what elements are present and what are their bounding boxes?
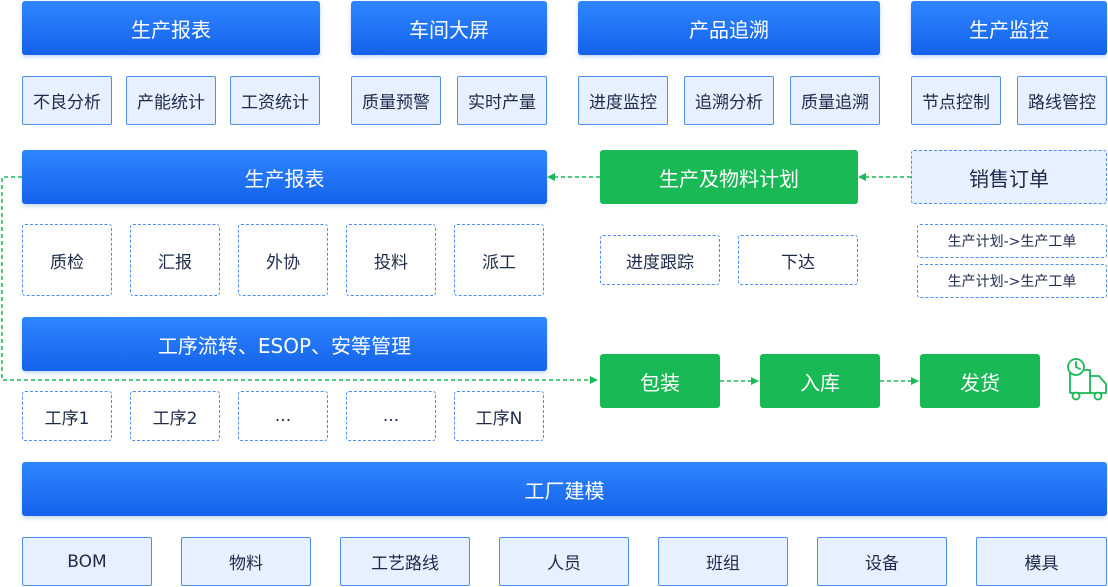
- module-header-product-trace: 产品追溯: [578, 1, 880, 55]
- module-item: 工资统计: [230, 76, 320, 125]
- module-item: 追溯分析: [684, 76, 774, 125]
- flow-step-storage: 入库: [760, 354, 880, 408]
- module-header-workshop-screen: 车间大屏: [351, 1, 547, 55]
- report-item: 外协: [238, 224, 328, 296]
- module-item: 路线管控: [1017, 76, 1107, 125]
- module-item: 进度监控: [578, 76, 668, 125]
- module-header-production-monitor: 生产监控: [911, 1, 1107, 55]
- plan-item: 进度跟踪: [600, 235, 720, 285]
- process-item: 工序N: [454, 391, 544, 441]
- factory-item: 人员: [499, 537, 629, 586]
- factory-item: BOM: [22, 537, 152, 586]
- delivery-truck-icon: [1067, 358, 1107, 401]
- factory-item: 物料: [181, 537, 311, 586]
- process-item: ...: [346, 391, 436, 441]
- module-item: 质量追溯: [790, 76, 880, 125]
- report-item: 派工: [454, 224, 544, 296]
- module-item: 节点控制: [911, 76, 1001, 125]
- process-bar: 工序流转、ESOP、安等管理: [22, 317, 547, 371]
- factory-bar: 工厂建模: [22, 462, 1107, 516]
- module-item: 不良分析: [22, 76, 112, 125]
- factory-item: 工艺路线: [340, 537, 470, 586]
- sales-item: 生产计划->生产工单: [917, 224, 1107, 258]
- flow-step-pack: 包装: [600, 354, 720, 408]
- module-item: 质量预警: [351, 76, 441, 125]
- process-item: ...: [238, 391, 328, 441]
- factory-item: 设备: [817, 537, 947, 586]
- flow-step-ship: 发货: [920, 354, 1040, 408]
- module-item: 实时产量: [457, 76, 547, 125]
- factory-item: 模具: [976, 537, 1107, 586]
- plan-box: 生产及物料计划: [600, 150, 858, 204]
- factory-item: 班组: [658, 537, 788, 586]
- report-item: 质检: [22, 224, 112, 296]
- module-item: 产能统计: [126, 76, 216, 125]
- report-item: 汇报: [130, 224, 220, 296]
- process-item: 工序2: [130, 391, 220, 441]
- plan-item: 下达: [738, 235, 858, 285]
- process-item: 工序1: [22, 391, 112, 441]
- module-header-production-report: 生产报表: [22, 1, 320, 55]
- sales-order-box: 销售订单: [911, 150, 1107, 204]
- report-item: 投料: [346, 224, 436, 296]
- report-bar: 生产报表: [22, 150, 547, 204]
- sales-item: 生产计划->生产工单: [917, 264, 1107, 298]
